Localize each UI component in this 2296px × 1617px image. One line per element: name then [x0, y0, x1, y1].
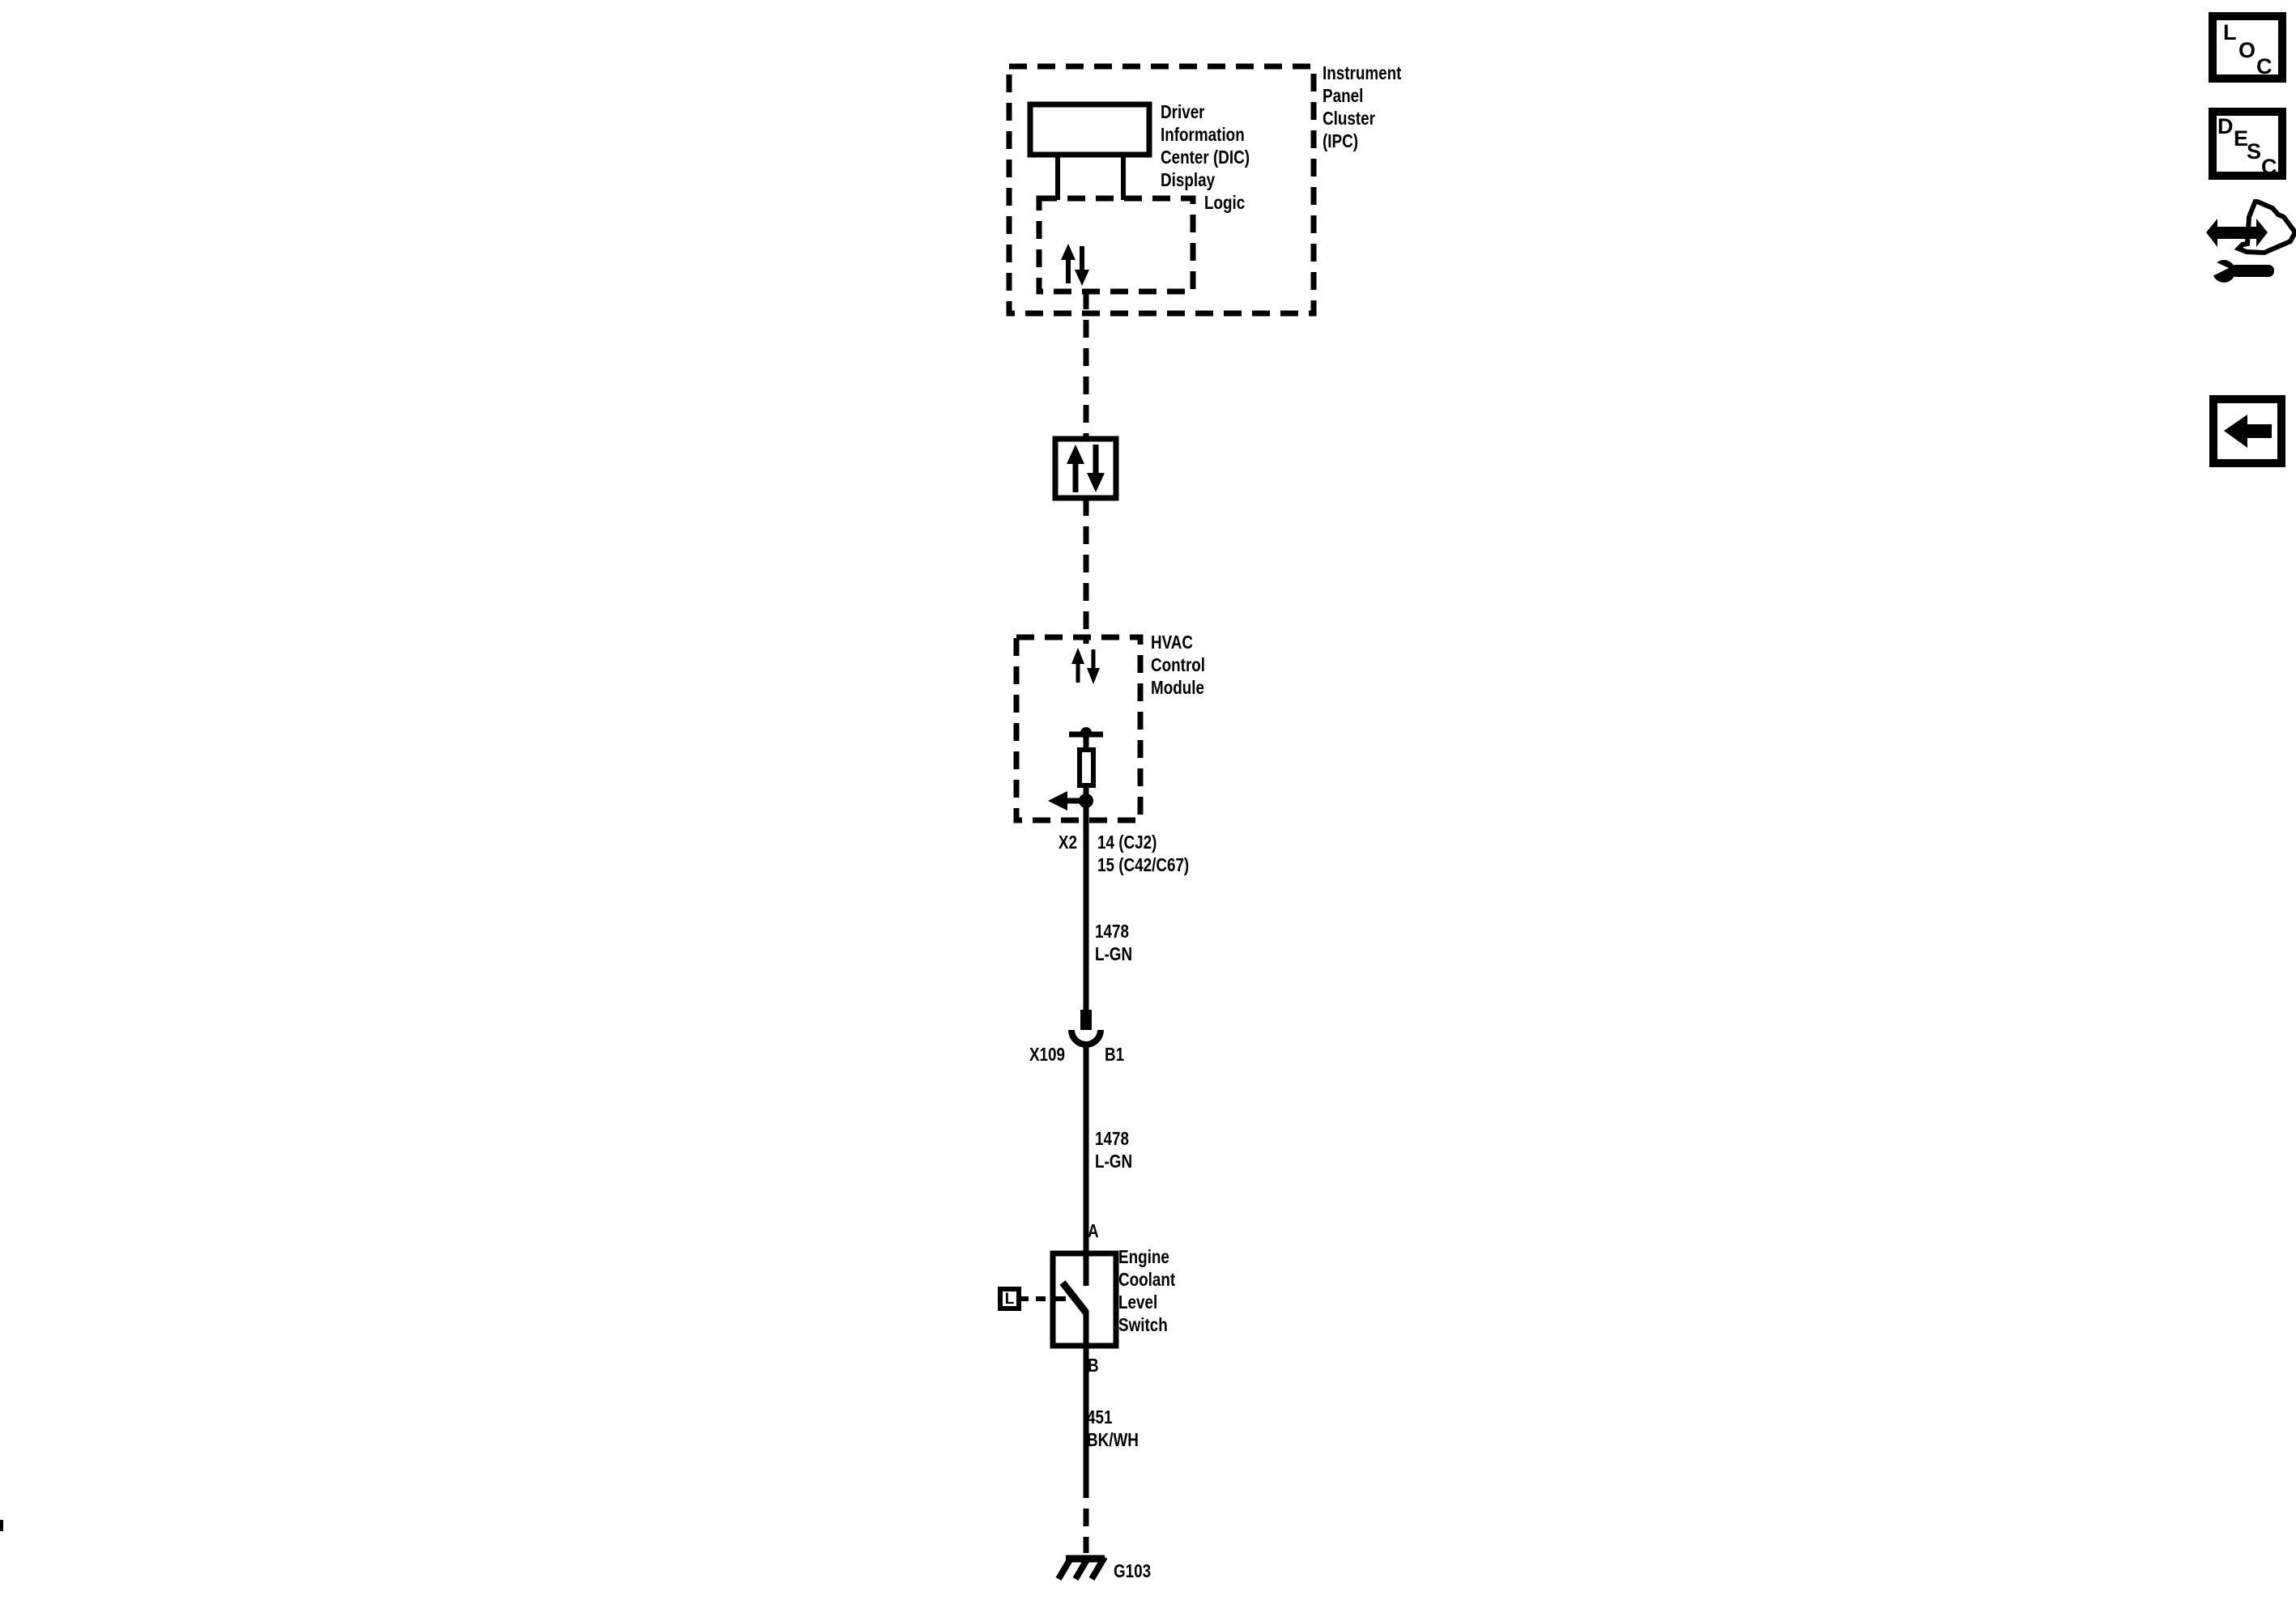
ground-symbol	[1055, 1555, 1108, 1581]
x2-pins-label: 14 (CJ2) 15 (C42/C67)	[1097, 832, 1190, 875]
loc-letter-o: O	[2238, 38, 2256, 62]
sensor-input-circuit	[1048, 727, 1103, 811]
x109-connector-label: X109	[1029, 1044, 1065, 1065]
wrench-jaw-notch	[2208, 258, 2229, 278]
double-arrow-right-head	[2256, 219, 2268, 247]
ground-wire-label: 451 BK/WH	[1087, 1406, 1139, 1450]
terminal-b-label: B	[1088, 1355, 1099, 1376]
vehicle-navigation-button[interactable]	[2204, 198, 2296, 290]
loc-letter-l: L	[2223, 20, 2237, 45]
logic-box	[1036, 195, 1196, 295]
vehicle-wrench-icon	[2206, 198, 2296, 283]
desc-letter-e: E	[2234, 126, 2249, 151]
loc-button[interactable]: L O C	[2209, 12, 2286, 83]
scan-artifact	[0, 1520, 3, 1531]
switch-label: Engine Coolant Level Switch	[1118, 1246, 1176, 1335]
loc-letter-c: C	[2256, 54, 2273, 79]
logic-label: Logic	[1204, 192, 1246, 213]
dic-display-box	[1027, 101, 1152, 200]
ipc-box	[1006, 63, 1317, 317]
resistor-symbol	[1077, 747, 1096, 788]
dic-label: Driver Information Center (DIC) Display	[1161, 101, 1250, 190]
wire-upper-label: 1478 L-GN	[1095, 921, 1133, 964]
x109-pin-label: B1	[1105, 1044, 1125, 1065]
x109-connector-symbol	[1068, 1010, 1104, 1048]
double-arrow-shaft	[2217, 227, 2256, 239]
back-button[interactable]	[2209, 395, 2285, 467]
desc-letter-c: C	[2261, 155, 2277, 179]
desc-letter-s: S	[2247, 139, 2262, 164]
vehicle-outline	[2234, 198, 2296, 256]
ipc-label: Instrument Panel Cluster (IPC)	[1323, 62, 1402, 151]
ground-label: G103	[1114, 1560, 1152, 1581]
terminal-a-label: A	[1088, 1220, 1099, 1241]
hvac-serial-data-arrows-icon	[1071, 648, 1100, 684]
level-symbol-box: L	[998, 1287, 1021, 1311]
desc-letter-d: D	[2217, 114, 2234, 138]
signal-arrowhead	[1048, 791, 1067, 811]
wrench-handle	[2230, 265, 2274, 277]
x2-connector-label: X2	[1058, 832, 1077, 853]
level-symbol-letter: L	[1004, 1290, 1015, 1308]
hvac-module-box	[1013, 634, 1144, 823]
hvac-label: HVAC Control Module	[1151, 632, 1206, 698]
back-arrow-icon	[2224, 415, 2272, 448]
logic-serial-data-arrows-icon	[1061, 244, 1089, 286]
wire-lower-label: 1478 L-GN	[1095, 1128, 1133, 1172]
double-arrow-left-head	[2206, 219, 2217, 247]
desc-button[interactable]: D E S C	[2209, 108, 2286, 180]
data-link-box	[1052, 436, 1119, 501]
switch-blade	[1059, 1280, 1089, 1315]
